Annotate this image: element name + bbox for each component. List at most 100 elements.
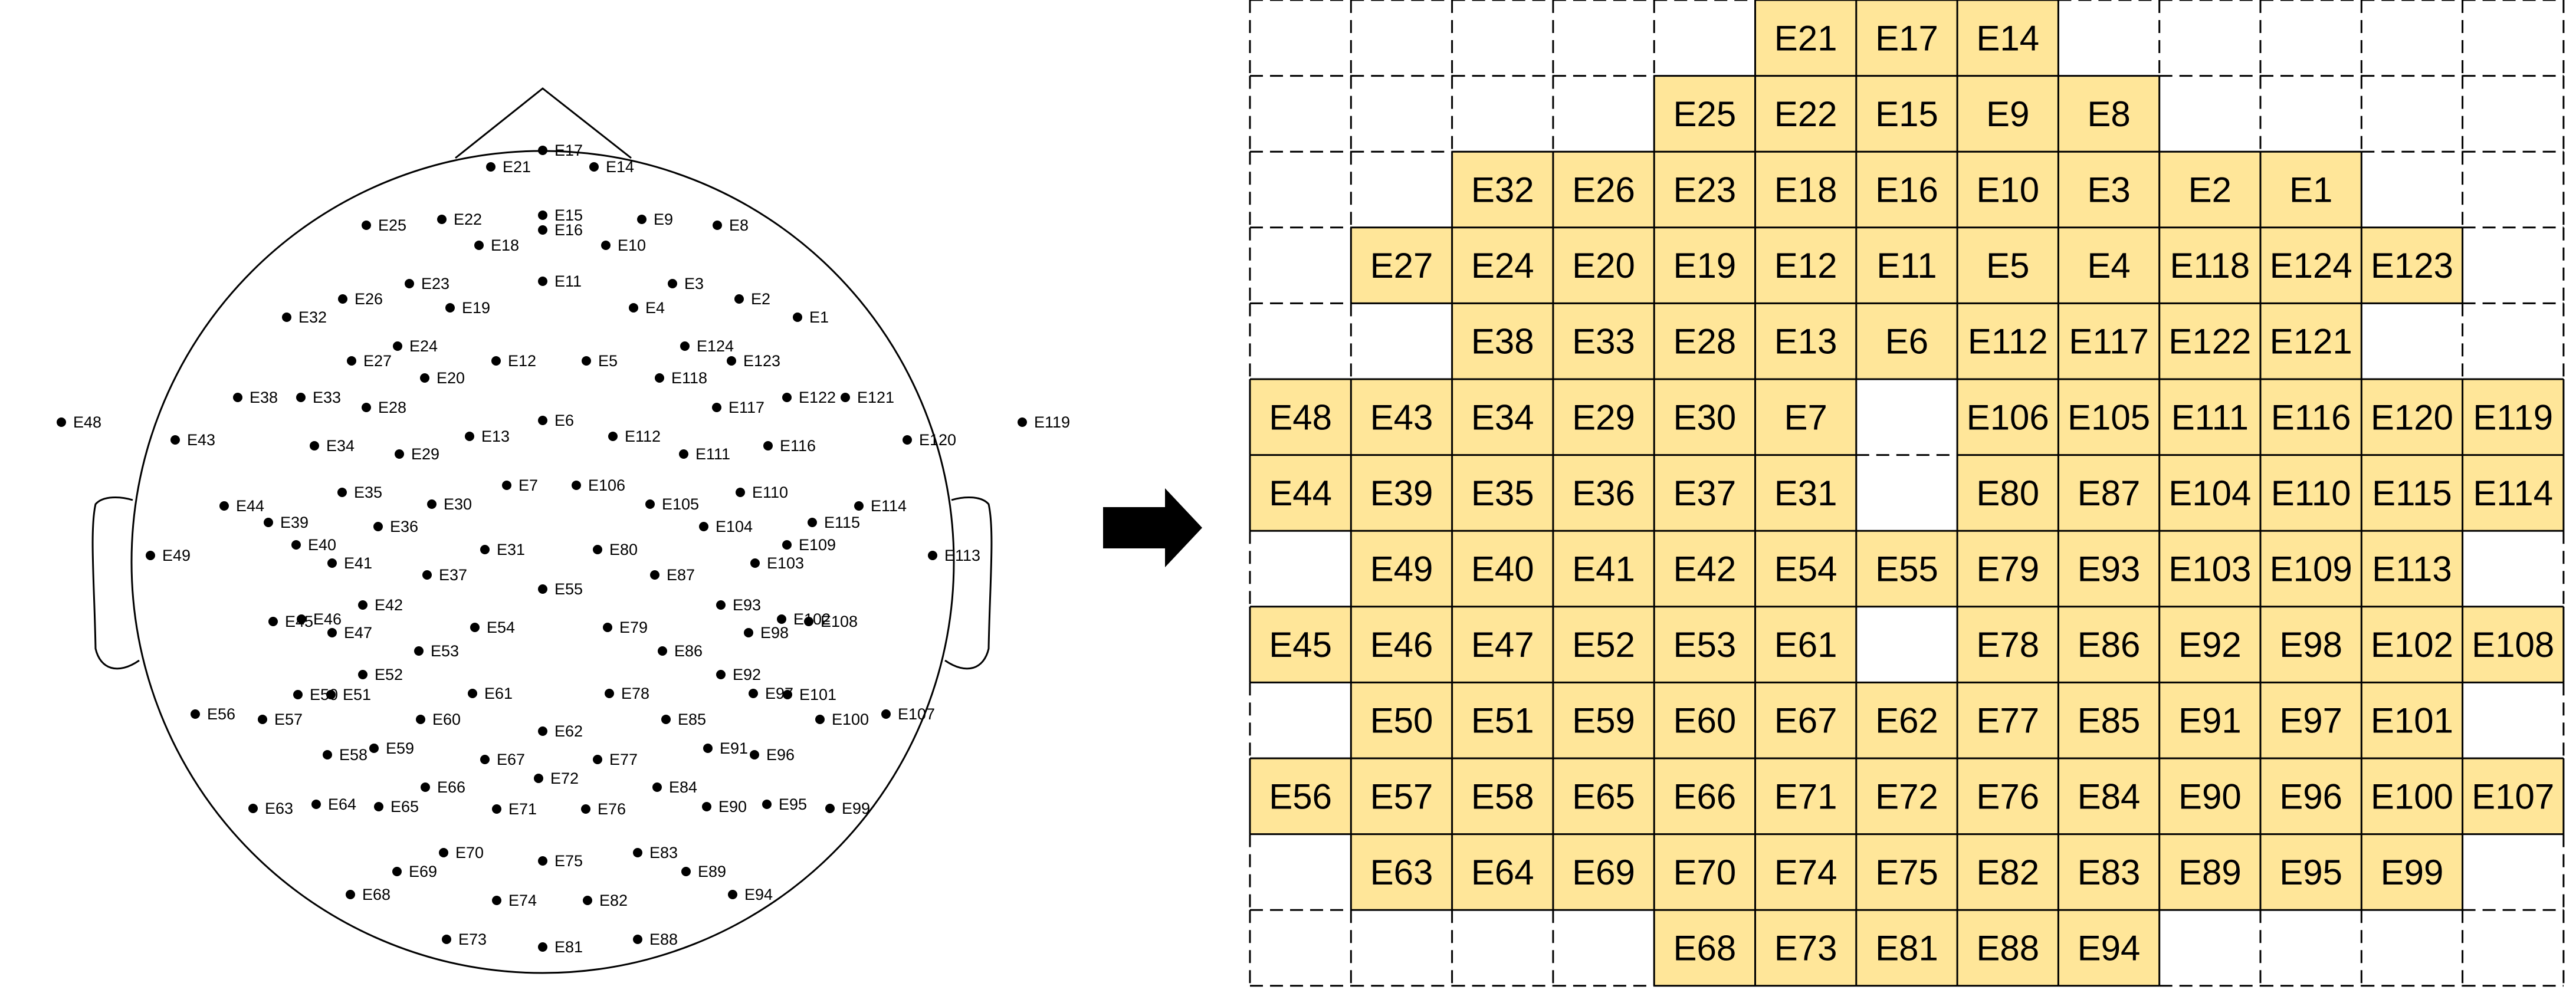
electrode-E59: E59 — [369, 739, 414, 757]
grid-cell-label: E72 — [1875, 777, 1938, 816]
grid-cell-label: E84 — [2078, 777, 2141, 816]
grid-cell-empty — [1250, 682, 1351, 758]
electrode-E35: E35 — [337, 484, 382, 501]
grid-cell-label: E52 — [1572, 625, 1635, 665]
electrode-label: E54 — [487, 619, 515, 636]
grid-cell-empty — [2462, 75, 2564, 152]
grid-cell — [2462, 758, 2564, 834]
electrode-label: E34 — [326, 437, 355, 455]
grid-cell-label: E28 — [1673, 322, 1736, 361]
electrode-E79: E79 — [603, 619, 648, 636]
grid-cell — [1351, 379, 1452, 455]
electrode-dot — [652, 782, 662, 792]
electrode-dot — [763, 441, 773, 451]
electrode-E12: E12 — [491, 352, 536, 370]
grid-cell-label: E124 — [2270, 246, 2352, 285]
electrode-E18: E18 — [474, 236, 519, 254]
grid-cell — [1250, 379, 1351, 455]
grid-cell-empty — [2260, 910, 2362, 986]
electrode-dot — [480, 545, 490, 554]
grid-cell-label: E50 — [1370, 701, 1433, 741]
grid-cell — [1654, 75, 1755, 152]
grid-cell-label: E104 — [2168, 474, 2251, 513]
grid-cell-label: E85 — [2078, 701, 2141, 741]
grid-cell — [1553, 531, 1655, 607]
grid-cell — [1755, 531, 1856, 607]
electrode-label: E43 — [187, 431, 215, 449]
electrode-dot — [716, 670, 726, 679]
grid-cell — [1957, 75, 2059, 152]
grid-cell-label: E8 — [2087, 94, 2130, 134]
electrode-E74: E74 — [492, 892, 537, 909]
electrode-label: E69 — [409, 863, 437, 880]
grid-cell-empty — [2462, 834, 2564, 910]
grid-cell — [1654, 455, 1755, 531]
grid-cell — [2058, 910, 2160, 986]
electrode-label: E38 — [250, 389, 278, 406]
grid-cell — [1856, 758, 1958, 834]
electrode-E40: E40 — [291, 536, 336, 554]
electrode-dot — [716, 600, 726, 610]
grid-cell — [1250, 758, 1351, 834]
grid-cell-label: E98 — [2279, 625, 2342, 665]
electrode-label: E6 — [554, 412, 574, 429]
grid-cell-label: E15 — [1875, 94, 1938, 134]
electrode-label: E2 — [751, 290, 770, 308]
grid-cell — [1755, 227, 1856, 304]
electrode-dot — [442, 935, 451, 944]
grid-cell — [1654, 303, 1755, 379]
grid-cell — [1351, 455, 1452, 531]
grid-cell-label: E33 — [1572, 322, 1635, 361]
electrode-label: E100 — [832, 711, 869, 728]
electrode-E93: E93 — [716, 596, 761, 614]
grid-cell-label: E106 — [1967, 397, 2049, 437]
grid-cell-empty — [1351, 910, 1452, 986]
electrode-E109: E109 — [782, 536, 836, 554]
electrode-dot — [727, 356, 736, 366]
grid-cell-label: E91 — [2178, 701, 2242, 741]
electrode-E88: E88 — [633, 930, 678, 948]
electrode-dot — [728, 890, 737, 899]
electrode-E115: E115 — [808, 514, 860, 531]
grid-cell — [1856, 910, 1958, 986]
electrode-E85: E85 — [661, 711, 706, 728]
electrode-dot — [601, 241, 611, 250]
grid-cell-label: E69 — [1572, 853, 1635, 892]
electrode-label: E48 — [73, 413, 101, 431]
grid-cell-label: E122 — [2168, 322, 2251, 361]
electrode-dot — [679, 449, 688, 459]
grid-cell — [1452, 379, 1553, 455]
electrode-E15: E15 — [538, 206, 583, 224]
electrode-dot — [815, 715, 825, 724]
right-ear — [944, 496, 993, 670]
electrode-label: E33 — [313, 389, 341, 406]
grid-cell-label: E105 — [2068, 397, 2150, 437]
grid-cell-label: E123 — [2371, 246, 2453, 285]
grid-cell-empty — [1452, 75, 1553, 152]
electrode-dot — [903, 435, 912, 445]
electrode-E71: E71 — [492, 800, 537, 818]
grid-cell-label: E46 — [1370, 625, 1433, 665]
grid-cell — [1957, 531, 2059, 607]
grid-cell-label: E4 — [2087, 246, 2130, 285]
electrode-dot — [420, 373, 429, 383]
electrode-label: E87 — [667, 566, 695, 584]
electrode-label: E118 — [671, 369, 707, 387]
electrode-E47: E47 — [327, 624, 372, 642]
grid-cell-empty — [1351, 303, 1452, 379]
electrode-E100: E100 — [815, 711, 869, 728]
grid-cell-label: E35 — [1471, 474, 1534, 513]
electrode-E112: E112 — [608, 428, 661, 445]
grid-cell-label: E102 — [2371, 625, 2453, 665]
electrode-label: E123 — [743, 352, 780, 370]
electrode-dot — [233, 393, 242, 402]
grid-cell-empty — [1250, 834, 1351, 910]
grid-cell-empty — [1452, 910, 1553, 986]
grid-cell — [2260, 227, 2362, 304]
grid-cell — [1452, 758, 1553, 834]
electrode-label: E63 — [265, 800, 293, 817]
grid-cell-label: E74 — [1774, 853, 1837, 892]
